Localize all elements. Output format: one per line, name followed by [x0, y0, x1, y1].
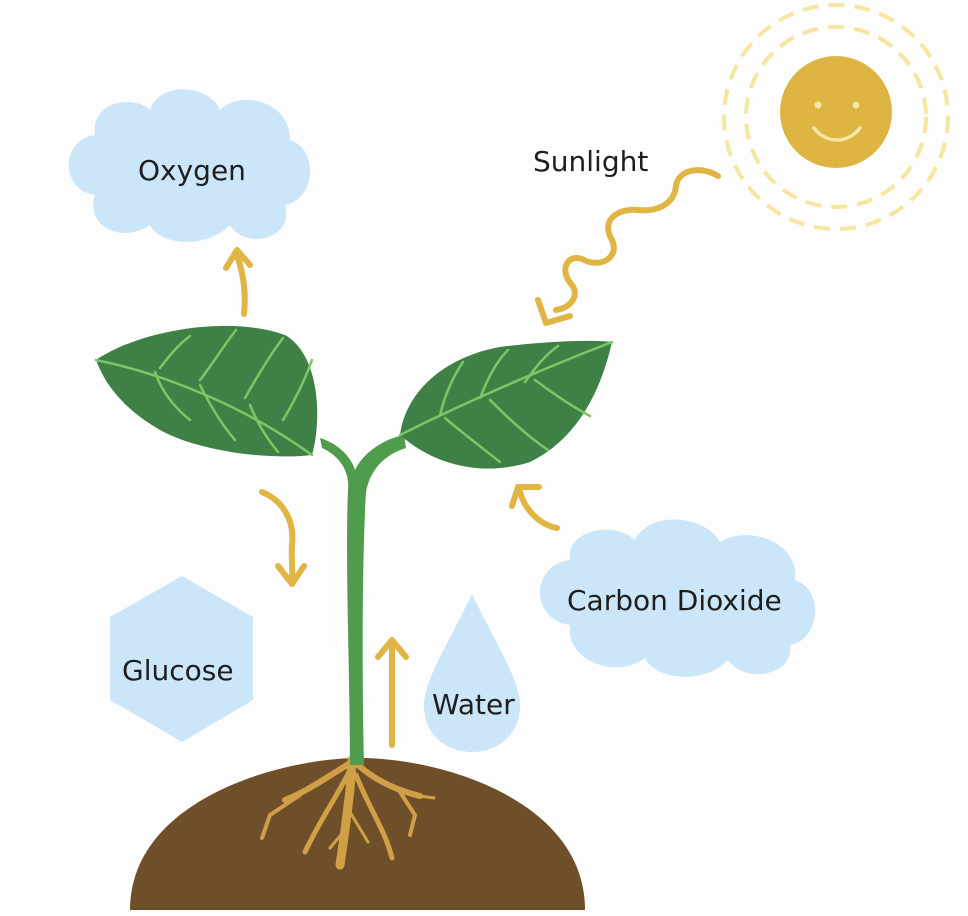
water-drop-icon — [424, 594, 520, 752]
water-label: Water — [432, 688, 515, 721]
water-arrow — [375, 637, 409, 748]
carbon-dioxide-label: Carbon Dioxide — [567, 584, 782, 617]
glucose-arrow — [259, 489, 307, 587]
oxygen-cloud-icon — [68, 89, 311, 242]
oxygen-label: Oxygen — [138, 154, 246, 187]
oxygen-arrow — [223, 247, 253, 317]
right-leaf — [398, 340, 614, 469]
glucose-label: Glucose — [122, 654, 234, 687]
plant-stem — [320, 435, 406, 765]
glucose-hexagon-icon — [110, 576, 253, 742]
sunlight-label: Sunlight — [533, 145, 648, 178]
left-leaf — [94, 325, 318, 457]
carbon-dioxide-cloud-icon — [540, 519, 816, 677]
sun-icon — [722, 3, 950, 231]
carbon-dioxide-arrow — [509, 484, 560, 531]
soil-mound — [130, 758, 585, 910]
roots-icon — [260, 755, 436, 870]
sunlight-arrow — [535, 167, 721, 326]
